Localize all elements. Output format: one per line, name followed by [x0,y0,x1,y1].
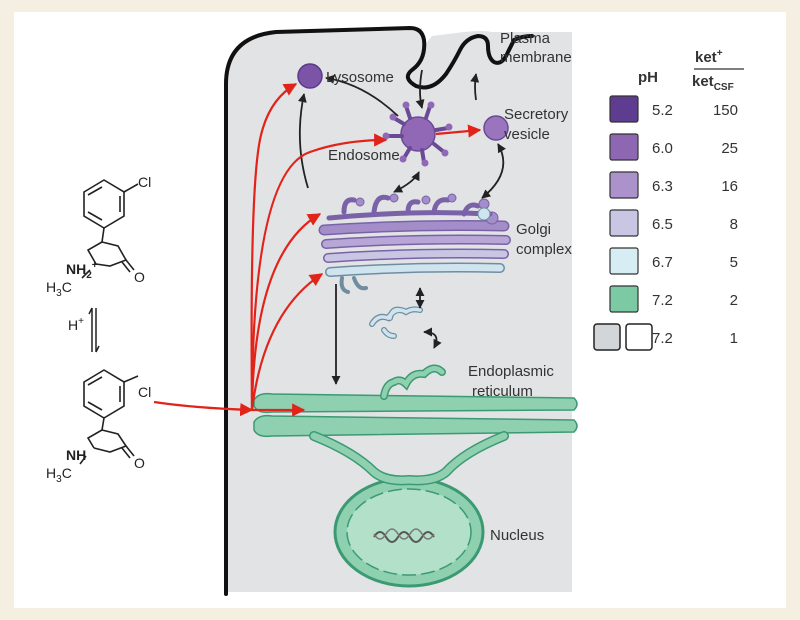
ratio-value: 25 [721,140,738,157]
equilibrium-arrows [88,307,100,353]
ph-swatch [609,209,639,237]
label-er-1: Endoplasmic [468,363,554,380]
label-er-2: reticulum [472,383,533,400]
ratio-value: 16 [721,178,738,195]
mol-top-h3c: H3C [46,279,72,299]
mol-bottom-nh: NH [66,447,86,463]
secretory-vesicle [483,115,509,141]
label-plasma-1: Plasma [500,30,551,47]
label-golgi-1: Golgi [516,221,551,238]
table-header-ph: pH [638,69,658,86]
mol-top-cl: Cl [138,174,151,190]
label-endosome: Endosome [328,147,400,164]
endoplasmic-reticulum [253,364,578,486]
ph-value: 6.5 [652,216,673,233]
mol-bottom-h3c: H3C [46,465,72,485]
ph-swatch [609,95,639,123]
table-row: 6.0 25 [609,133,738,161]
ph-value: 6.7 [652,254,673,271]
ratio-value: 8 [730,216,738,233]
label-lysosome: Lysosome [326,69,394,86]
table-row: 6.3 16 [609,171,738,199]
nucleus [333,476,485,588]
ph-swatch [609,171,639,199]
ketamine-cell-diagram: Plasma membrane Lysosome Endosome Secret… [46,25,744,596]
mol-top-o: O [134,269,145,285]
ratio-value: 150 [713,102,738,119]
traffic-arrows [297,69,506,385]
ph-value: 6.3 [652,178,673,195]
ph-value: 7.2 [652,330,673,347]
ph-swatch [609,285,639,313]
figure-frame: Plasma membrane Lysosome Endosome Secret… [14,12,786,608]
golgi-complex [318,193,511,339]
label-secretory-2: vesicle [504,126,550,143]
mol-bottom-o: O [134,455,145,471]
table-row: 5.2 150 [609,95,738,123]
lysosome [297,63,323,89]
table-header-ratio-bottom: ketCSF [692,73,734,93]
ph-value: 6.0 [652,140,673,157]
label-plasma-2: membrane [500,49,572,66]
label-golgi-2: complex [516,241,572,258]
ph-swatch [593,323,621,351]
endosome [382,101,453,167]
mol-bottom-cl: Cl [138,384,151,400]
proton-label: H+ [68,316,84,333]
ratio-value: 1 [730,330,738,347]
ph-swatch [609,133,639,161]
ketamine-arrows [153,83,482,417]
ketamine-neutral [79,369,139,465]
label-secretory-1: Secretory [504,106,569,123]
ketamine-protonated [81,179,139,279]
table-header-ratio-top: ket+ [695,48,723,66]
label-nucleus: Nucleus [490,527,544,544]
ph-swatch [609,247,639,275]
mol-top-nh2: NH2+ [66,260,98,281]
ratio-value: 5 [730,254,738,271]
ratio-value: 2 [730,292,738,309]
plasma-membrane [224,25,534,596]
ph-value: 7.2 [652,292,673,309]
ph-value: 5.2 [652,102,673,119]
ph-swatch-secondary [625,323,653,351]
